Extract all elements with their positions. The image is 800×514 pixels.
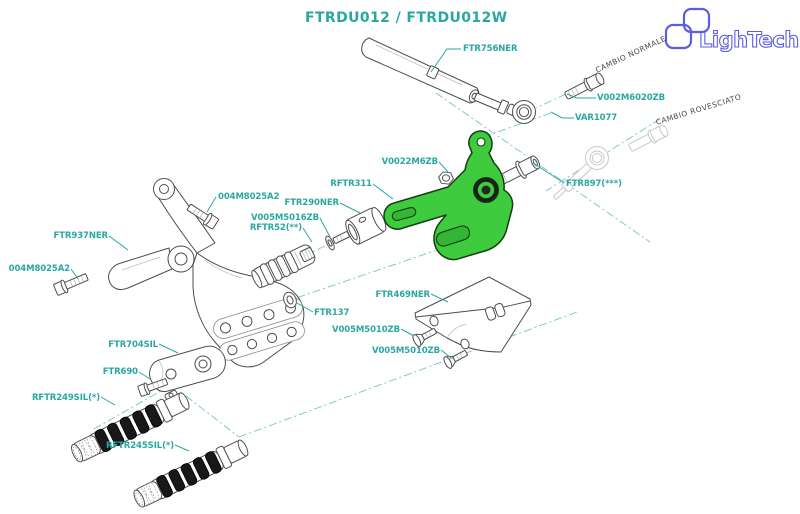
leader-lines xyxy=(70,48,596,452)
part-label-rftr249sil: RFTR249SIL(*) xyxy=(31,393,100,403)
screw-v005m5010zb-bottom xyxy=(443,350,468,369)
toe-peg-rftr52 xyxy=(251,244,316,289)
part-label-v005m5010zb-bottom: V005M5010ZB xyxy=(372,346,440,356)
shift-rod xyxy=(361,37,522,118)
screw-v005m5010zb-top xyxy=(412,328,437,347)
bolt-004m8025a2-bottom xyxy=(53,273,89,296)
part-label-v002m6020zb: V002M6020ZB xyxy=(597,93,665,103)
lightech-logo-text: LighTech xyxy=(699,28,799,52)
footpeg-rftr245sil xyxy=(133,439,249,508)
bolt-004m8025a2-top xyxy=(186,203,219,230)
part-label-ftr137: FTR137 xyxy=(314,308,350,318)
part-label-ftr690: FTR690 xyxy=(102,367,138,377)
part-label-ftr756ner: FTR756NER xyxy=(463,44,518,54)
screw-reversed-faded xyxy=(628,124,669,152)
shift-lever-rftr311-highlighted xyxy=(383,130,514,261)
part-label-rftr245sil: RFTR245SIL(*) xyxy=(105,441,174,451)
lightech-logo: LighTech xyxy=(664,7,800,53)
footpeg-rftr249sil xyxy=(71,389,190,463)
part-label-v0022m6zb: V0022M6ZB xyxy=(381,157,438,167)
page-title: FTRDU012 / FTRDU012W xyxy=(305,10,508,26)
main-bracket xyxy=(153,178,305,368)
barrel-ftr290ner xyxy=(332,207,387,245)
part-label-var1077: VAR1077 xyxy=(575,113,618,123)
part-label-rftr52: RFTR52(**) xyxy=(249,223,302,233)
part-label-ftr937ner: FTR937NER xyxy=(53,231,109,241)
part-label-ftr469ner: FTR469NER xyxy=(375,290,431,300)
link-arm-ftr937ner xyxy=(108,245,195,291)
bolt-ftr690 xyxy=(137,378,168,397)
part-label-004m8025a2-bottom: 004M8025A2 xyxy=(8,264,70,274)
part-label-ftr704sil: FTR704SIL xyxy=(108,340,158,350)
rod-end-reversed-faded xyxy=(553,146,609,200)
screw-v002m6020zb xyxy=(564,72,605,100)
part-label-ftr290ner: FTR290NER xyxy=(284,198,340,208)
washer-ftr137 xyxy=(283,291,297,309)
part-label-004m8025a2-top: 004M8025A2 xyxy=(218,192,280,202)
peg-mount-ftr704sil xyxy=(149,345,226,392)
heel-guard-ftr469ner xyxy=(414,276,532,353)
washer-v005m5016zb xyxy=(325,235,335,251)
lightech-logo-mark xyxy=(664,7,711,50)
part-label-v005m5016zb: V005M5016ZB xyxy=(251,213,319,223)
nut-v0022m6zb xyxy=(438,171,454,185)
part-label-rftr311: RFTR311 xyxy=(330,179,372,189)
rod-end-bearing xyxy=(512,100,536,124)
part-label-ftr897: FTR897(***) xyxy=(566,179,622,189)
part-label-v005m5010zb-top: V005M5010ZB xyxy=(332,325,400,335)
